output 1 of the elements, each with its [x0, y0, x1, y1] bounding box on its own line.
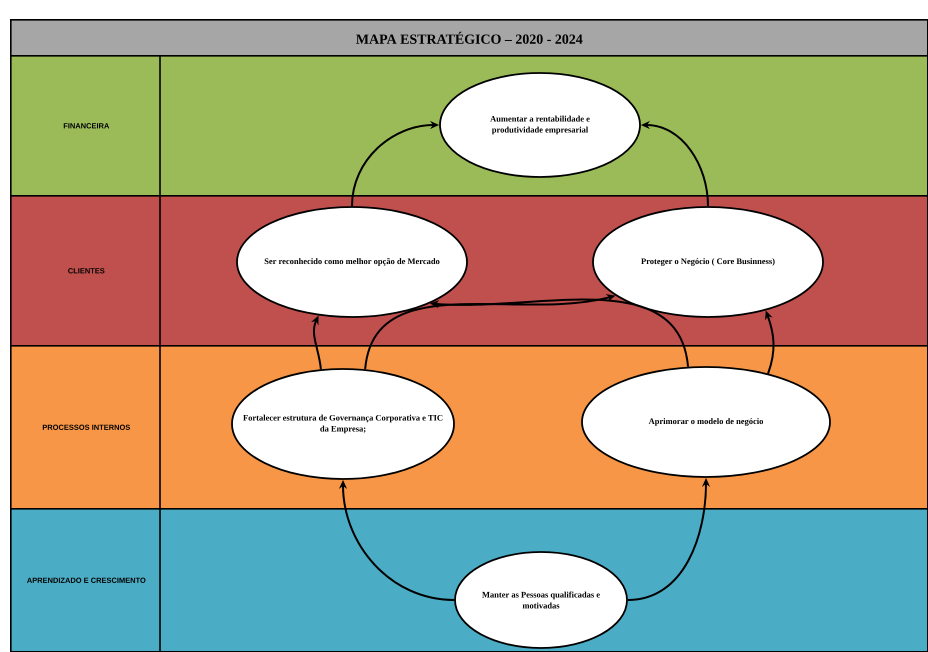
title-bar: MAPA ESTRATÉGICO – 2020 - 2024: [10, 19, 928, 57]
